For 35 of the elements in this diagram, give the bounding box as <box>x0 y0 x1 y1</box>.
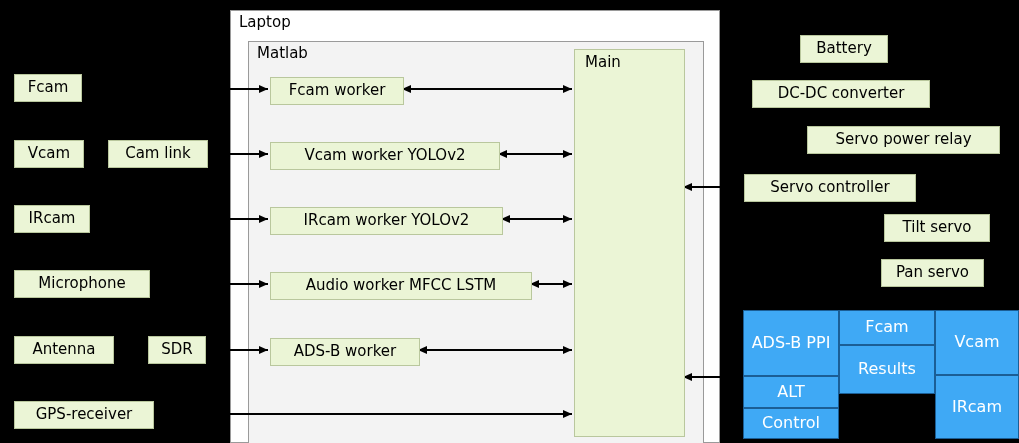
device-box: Tilt servo <box>884 214 990 242</box>
gui-panel: Vcam <box>935 310 1019 375</box>
device-box: Servo controller <box>744 174 916 202</box>
arrow <box>229 215 269 223</box>
arrow <box>229 150 269 158</box>
device-box: Microphone <box>14 270 150 298</box>
arrow <box>229 346 269 354</box>
device-box: DC-DC converter <box>752 80 930 108</box>
worker-box: Fcam worker <box>270 77 404 105</box>
gui-panel: Fcam <box>839 310 935 345</box>
device-box: Cam link <box>108 140 208 168</box>
panel-title: Matlab <box>257 44 308 62</box>
arrow <box>229 280 269 288</box>
main-box: Main <box>574 49 685 437</box>
gui-panel: Control <box>743 408 839 439</box>
device-box: Antenna <box>14 336 114 364</box>
gui-panel: ADS-B PPI <box>743 310 839 376</box>
gui-panel: ALT <box>743 376 839 408</box>
worker-box: Audio worker MFCC LSTM <box>270 272 532 300</box>
worker-box: Vcam worker YOLOv2 <box>270 142 500 170</box>
worker-box: ADS-B worker <box>270 338 420 366</box>
device-box: Fcam <box>14 74 82 102</box>
device-box: IRcam <box>14 205 90 233</box>
device-box: Pan servo <box>881 259 984 287</box>
device-box: Battery <box>800 35 888 63</box>
gui-panel: IRcam <box>935 375 1019 439</box>
panel-title: Laptop <box>239 13 291 31</box>
device-box: Servo power relay <box>807 126 1000 154</box>
worker-box: IRcam worker YOLOv2 <box>270 207 503 235</box>
arrow <box>229 410 573 418</box>
gui-panel: Results <box>839 345 935 394</box>
device-box: Vcam <box>14 140 84 168</box>
device-box: GPS-receiver <box>14 401 154 429</box>
arrow <box>229 85 269 93</box>
device-box: SDR <box>148 336 206 364</box>
